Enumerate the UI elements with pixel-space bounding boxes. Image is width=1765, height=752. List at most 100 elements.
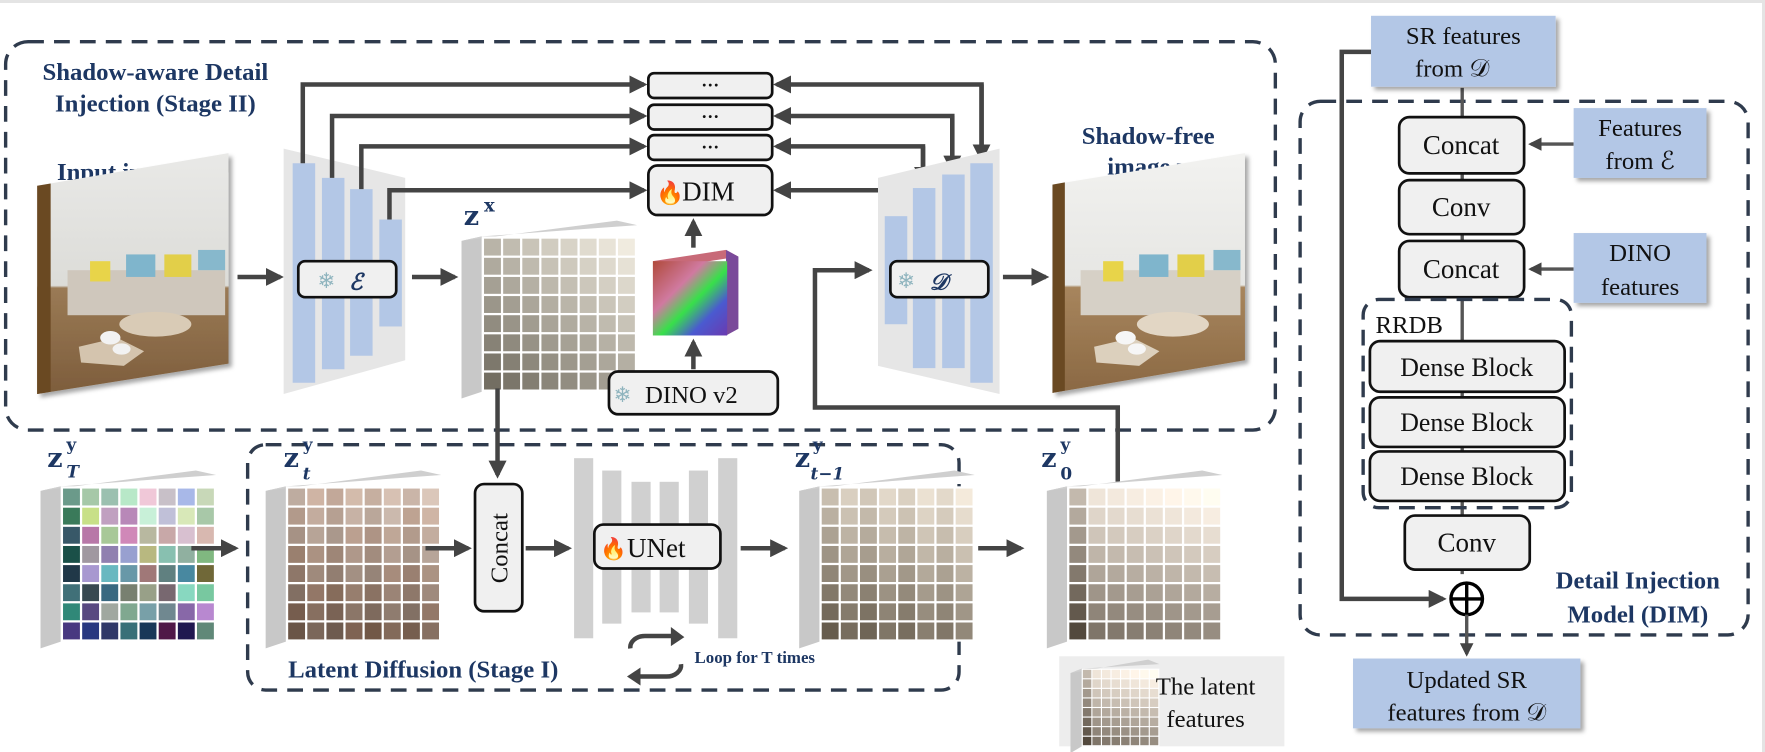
stage1-title: Latent Diffusion (Stage I) — [288, 657, 558, 684]
latent-cell — [307, 526, 325, 544]
latent-cell — [1126, 584, 1144, 602]
latent-cell — [1165, 622, 1182, 640]
cube-top — [1046, 470, 1223, 491]
latent-cell — [1145, 488, 1163, 506]
cube-side — [799, 486, 820, 649]
latent-cell — [422, 526, 439, 544]
latent-cell — [82, 526, 100, 544]
latent-cell — [1107, 545, 1125, 563]
latent-cell — [196, 603, 214, 621]
legend-latent-cube — [1070, 659, 1160, 752]
latent-cell — [917, 507, 935, 525]
latent-cell — [879, 545, 897, 563]
latent-cell — [1121, 717, 1130, 727]
latent-cell — [1111, 679, 1121, 688]
latent-cell — [63, 584, 80, 602]
latent-cell — [196, 622, 214, 640]
latent-cell — [288, 565, 306, 582]
latent-cell — [955, 488, 973, 506]
latent-cell — [579, 276, 597, 294]
latent-cell — [936, 565, 954, 582]
latent-cell — [345, 488, 363, 506]
latent-cell — [120, 545, 138, 563]
latent-cell — [1069, 545, 1087, 563]
latent-cell — [139, 488, 157, 506]
latent-cell — [598, 353, 616, 371]
latent-cell — [859, 545, 877, 563]
latent-cell — [484, 276, 501, 294]
latent-cell — [1101, 717, 1111, 727]
latent-cell — [503, 296, 521, 313]
input-image — [37, 153, 229, 395]
latent-cell — [598, 296, 616, 313]
latent-cell — [1082, 717, 1092, 727]
latent-cell — [1149, 688, 1159, 698]
latent-cell — [1101, 688, 1111, 698]
latent-cell — [541, 296, 559, 313]
latent-cell — [1121, 679, 1130, 688]
latent-cell — [598, 238, 616, 256]
cube-top — [40, 470, 217, 491]
skip-line-2 — [329, 106, 648, 178]
latent-cell — [1088, 603, 1106, 621]
latent-cell — [307, 584, 325, 602]
latent-cell — [1101, 679, 1111, 688]
latent-cell — [158, 584, 176, 602]
latent-cell — [63, 603, 80, 621]
latent-cell — [1092, 669, 1101, 679]
dim-module-title-line1: Detail Injection — [1556, 568, 1721, 595]
zt-label: z — [284, 443, 299, 474]
z0-superscript: y — [1059, 434, 1071, 454]
latent-cell — [955, 603, 973, 621]
latent-cell — [821, 488, 839, 506]
latent-cell — [541, 257, 559, 275]
latent-cell — [503, 315, 521, 333]
latent-cell — [383, 565, 401, 582]
latent-cell — [936, 507, 954, 525]
latent-cell — [503, 257, 521, 275]
decoder-symbol: 𝒟 — [930, 269, 953, 295]
dino-features-box — [1573, 233, 1707, 303]
ztm1-subscript: t−1 — [810, 464, 844, 484]
latent-cell — [1130, 698, 1140, 707]
latent-cell — [484, 238, 501, 256]
latent-cell — [364, 622, 382, 640]
latent-cell — [579, 296, 597, 313]
latent-cell — [101, 584, 119, 602]
dim-conv-out — [1403, 514, 1532, 571]
latent-cell — [402, 565, 420, 582]
latent-cell — [541, 238, 559, 256]
latent-cell — [541, 276, 559, 294]
output-image — [1052, 153, 1245, 393]
latent-cell — [840, 507, 858, 525]
latent-cell — [345, 603, 363, 621]
latent-cell — [1145, 603, 1163, 621]
decoder-label-box — [889, 259, 990, 299]
latent-cell — [1184, 584, 1202, 602]
latent-cell — [936, 622, 954, 640]
latent-cell — [1203, 488, 1221, 506]
latent-cell — [1111, 698, 1121, 707]
latent-cell — [1111, 727, 1121, 736]
latent-cell — [158, 507, 176, 525]
latent-cell — [1111, 669, 1121, 679]
latent-cell — [402, 545, 420, 563]
latent-cell — [1126, 488, 1144, 506]
latent-cell — [1203, 507, 1221, 525]
latent-cell — [936, 545, 954, 563]
latent-cell — [1140, 669, 1149, 679]
dino-v2-box — [607, 370, 780, 416]
stage2-title-line2: Injection (Stage II) — [55, 90, 256, 117]
latent-cell — [402, 526, 420, 544]
latent-cell — [82, 565, 100, 582]
zx-label: z — [464, 201, 479, 232]
latent-cell — [120, 603, 138, 621]
latent-cell — [120, 622, 138, 640]
latent-cell — [484, 334, 501, 352]
cube-top — [265, 470, 442, 491]
latent-cell — [364, 526, 382, 544]
latent-cell — [63, 545, 80, 563]
latent-cell — [1092, 708, 1101, 717]
latent-cell — [1130, 669, 1140, 679]
latent-cell — [821, 622, 839, 640]
